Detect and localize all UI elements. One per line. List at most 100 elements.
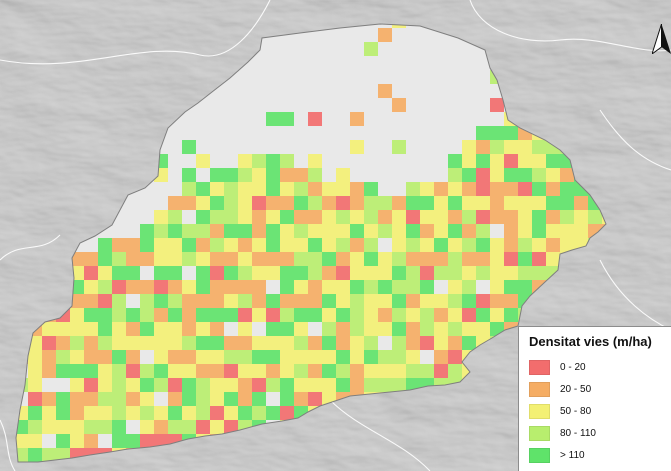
- density-cell: [406, 350, 420, 364]
- density-cell: [238, 168, 252, 182]
- density-cell: [322, 182, 336, 196]
- density-cell: [308, 294, 322, 308]
- density-cell: [238, 266, 252, 280]
- density-cell: [140, 420, 154, 434]
- density-cell: [168, 238, 182, 252]
- density-cell: [462, 280, 476, 294]
- density-cell: [336, 238, 350, 252]
- density-cell: [224, 406, 238, 420]
- density-cell: [196, 322, 210, 336]
- density-cell: [364, 238, 378, 252]
- density-cell: [266, 182, 280, 196]
- density-cell: [112, 350, 126, 364]
- density-cell: [420, 364, 434, 378]
- density-cell: [238, 238, 252, 252]
- density-cell: [294, 308, 308, 322]
- density-cell: [364, 42, 378, 56]
- density-cell: [28, 406, 42, 420]
- density-cell: [238, 406, 252, 420]
- density-cell: [504, 252, 518, 266]
- density-cell: [364, 196, 378, 210]
- density-cell: [392, 210, 406, 224]
- density-cell: [182, 420, 196, 434]
- legend-swatch: [529, 447, 550, 463]
- density-cell: [364, 350, 378, 364]
- density-cell: [266, 322, 280, 336]
- density-cell: [126, 378, 140, 392]
- density-cell: [70, 294, 84, 308]
- density-cell: [154, 378, 168, 392]
- density-cell: [322, 266, 336, 280]
- density-cell: [126, 238, 140, 252]
- density-cell: [280, 294, 294, 308]
- density-cell: [98, 420, 112, 434]
- density-cell: [308, 210, 322, 224]
- density-cell: [350, 350, 364, 364]
- density-cell: [490, 308, 504, 322]
- density-cell: [336, 280, 350, 294]
- density-cell: [182, 294, 196, 308]
- density-cell: [392, 322, 406, 336]
- density-cell: [336, 266, 350, 280]
- density-cell: [42, 364, 56, 378]
- density-cell: [56, 322, 70, 336]
- density-cell: [224, 210, 238, 224]
- density-cell: [392, 308, 406, 322]
- legend-item: 80 - 110: [529, 422, 671, 444]
- density-cell: [126, 364, 140, 378]
- density-cell: [84, 420, 98, 434]
- density-cell: [210, 420, 224, 434]
- density-cell: [238, 252, 252, 266]
- density-cell: [182, 308, 196, 322]
- density-cell: [84, 378, 98, 392]
- density-cell: [462, 154, 476, 168]
- density-cell: [294, 350, 308, 364]
- density-cell: [308, 364, 322, 378]
- density-cell: [266, 266, 280, 280]
- density-cell: [518, 252, 532, 266]
- legend-swatch: [529, 425, 550, 441]
- density-cell: [350, 378, 364, 392]
- density-cell: [98, 406, 112, 420]
- density-cell: [266, 378, 280, 392]
- density-cell: [28, 378, 42, 392]
- density-cell: [336, 224, 350, 238]
- density-cell: [196, 210, 210, 224]
- density-cell: [252, 266, 266, 280]
- density-cell: [476, 266, 490, 280]
- density-cell: [196, 182, 210, 196]
- density-cell: [252, 182, 266, 196]
- density-cell: [406, 238, 420, 252]
- density-cell: [266, 168, 280, 182]
- density-cell: [336, 252, 350, 266]
- density-cell: [448, 224, 462, 238]
- density-cell: [252, 168, 266, 182]
- density-cell: [126, 336, 140, 350]
- density-cell: [196, 238, 210, 252]
- legend-label: 0 - 20: [560, 361, 586, 373]
- density-cell: [350, 266, 364, 280]
- density-cell: [280, 182, 294, 196]
- density-cell: [434, 196, 448, 210]
- density-cell: [308, 196, 322, 210]
- density-cell: [224, 294, 238, 308]
- density-cell: [266, 210, 280, 224]
- density-cell: [168, 196, 182, 210]
- density-cell: [350, 280, 364, 294]
- density-cell: [504, 266, 518, 280]
- density-cell: [504, 154, 518, 168]
- density-cell: [252, 196, 266, 210]
- density-cell: [126, 322, 140, 336]
- density-cell: [490, 294, 504, 308]
- legend-label: 20 - 50: [560, 383, 592, 395]
- density-cell: [308, 112, 322, 126]
- density-cell: [420, 252, 434, 266]
- density-cell: [322, 224, 336, 238]
- legend-item: > 110: [529, 444, 671, 466]
- density-cell: [224, 420, 238, 434]
- density-cell: [406, 196, 420, 210]
- density-cell: [266, 336, 280, 350]
